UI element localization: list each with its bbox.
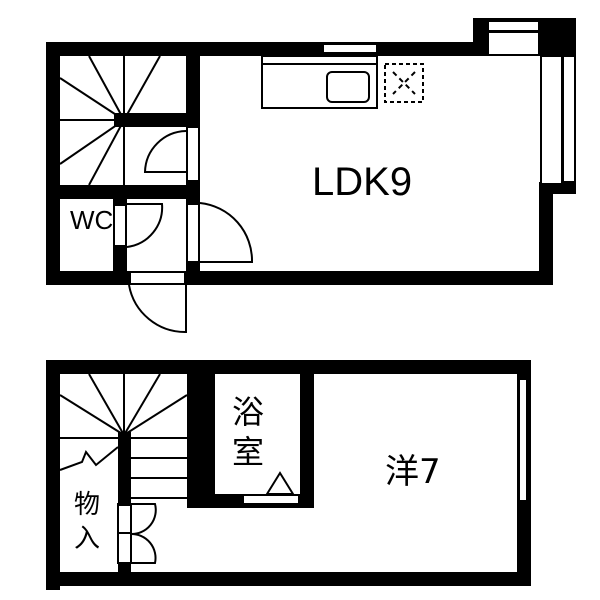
bath-left-wall [187,360,215,508]
upper-wall-left [46,42,60,285]
door-swing-stair [143,130,187,173]
upper-wall-bottom [46,271,130,285]
lower-wall-bottom [46,572,531,586]
stair-partition [186,42,200,124]
window-top-right-inner [487,31,540,56]
room-label-bathroom: 浴室 [232,393,265,471]
sink-icon [326,71,370,103]
room-label-wc: WC [70,205,114,235]
door-swing-ldk [199,202,254,263]
room-label-ldk: LDK9 [312,160,413,204]
stair-center-post [118,432,131,506]
door-swing-wc [126,203,164,248]
storage-bottom-post [118,562,131,574]
partition-vertical-bottom [186,262,200,285]
upper-wall-right [539,182,553,285]
stove-icon [384,63,424,103]
upper-wall-bottom-right [185,271,553,285]
door-opening-stair [186,126,200,182]
window-top-kitchen [322,43,378,54]
upper-staircase-icon [59,55,161,186]
stair-divider-wall [114,113,200,127]
door-opening-ldk [186,203,200,263]
room-label-western-room: 洋7 [385,452,441,492]
window-west-room [518,378,528,502]
door-swing-entrance [128,284,187,334]
window-right-inner [562,55,576,183]
wc-right-wall-top [113,185,127,205]
stair-break-icon [59,446,119,471]
storage-bifold-door-icon [117,503,157,564]
upper-wall-right-jog [539,182,576,194]
upper-wall-ne-corner [540,18,576,56]
lower-wall-left [46,360,60,590]
kitchen-counter-icon [261,55,378,109]
lower-staircase-icon [59,373,188,499]
door-opening-entrance [129,271,186,285]
wc-right-wall-bottom [113,246,127,285]
bath-right-wall [300,360,314,508]
bath-step-triangle-icon [265,471,295,495]
lower-wall-top [46,360,531,374]
door-opening-wc [113,204,127,247]
room-label-storage: 物入 [74,490,101,554]
